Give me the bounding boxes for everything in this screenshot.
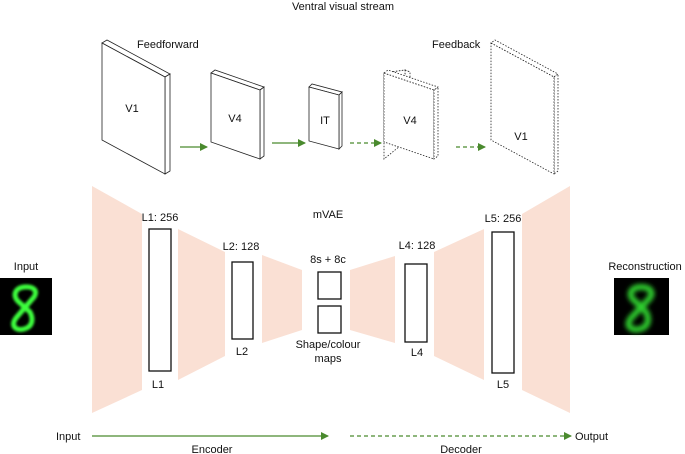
plate-v1-feedforward: V1 bbox=[101, 39, 171, 175]
colour-map bbox=[317, 305, 342, 334]
plate-label-it: IT bbox=[320, 115, 330, 127]
plate-v4-feedback: V4 bbox=[382, 69, 439, 160]
reconstruction-digit-image bbox=[614, 278, 669, 335]
input-digit-image bbox=[0, 278, 52, 335]
reconstruction-image-label: Reconstruction bbox=[608, 261, 681, 273]
layer-l2-label: L2 bbox=[236, 346, 248, 358]
feedback-label: Feedback bbox=[432, 39, 481, 51]
feedforward-label: Feedforward bbox=[137, 39, 199, 51]
latent-maps: 8s + 8c Shape/colour maps bbox=[296, 254, 361, 365]
layer-l1: L1: 256 L1 bbox=[142, 212, 179, 391]
model-name: mVAE bbox=[313, 209, 343, 221]
decoder-label: Decoder bbox=[440, 444, 482, 454]
plate-label-v4: V4 bbox=[228, 113, 241, 125]
layer-l2: L2: 128 L2 bbox=[223, 241, 260, 358]
plate-label-v4-feedback: V4 bbox=[403, 115, 416, 127]
shape-map bbox=[317, 271, 342, 300]
stream-title: Ventral visual stream bbox=[292, 1, 394, 13]
layer-l5: L5: 256 L5 bbox=[485, 213, 522, 391]
layer-l2-size: L2: 128 bbox=[223, 241, 260, 253]
mvae-funnel bbox=[92, 186, 570, 413]
plate-v4-feedforward: V4 bbox=[210, 69, 265, 160]
layer-l4-label: L4 bbox=[411, 347, 423, 359]
layer-l5-size: L5: 256 bbox=[485, 213, 522, 225]
layer-l1-label: L1 bbox=[152, 379, 164, 391]
layer-l5-label: L5 bbox=[497, 379, 509, 391]
latent-size: 8s + 8c bbox=[310, 254, 346, 266]
plate-v1-feedback: V1 bbox=[490, 39, 559, 175]
layer-l1-size: L1: 256 bbox=[142, 212, 179, 224]
input-image-label: Input bbox=[14, 261, 38, 273]
layer-l4: L4: 128 L4 bbox=[399, 240, 436, 359]
plate-label-v1: V1 bbox=[125, 103, 138, 115]
pipeline-output-label: Output bbox=[575, 431, 608, 443]
plate-it: IT bbox=[308, 83, 343, 150]
encoder-label: Encoder bbox=[192, 444, 233, 454]
layer-l4-size: L4: 128 bbox=[399, 240, 436, 252]
latent-label-line2: maps bbox=[315, 353, 342, 365]
pipeline-input-label: Input bbox=[56, 431, 80, 443]
latent-label-line1: Shape/colour bbox=[296, 339, 361, 351]
plate-label-v1-feedback: V1 bbox=[514, 131, 527, 143]
